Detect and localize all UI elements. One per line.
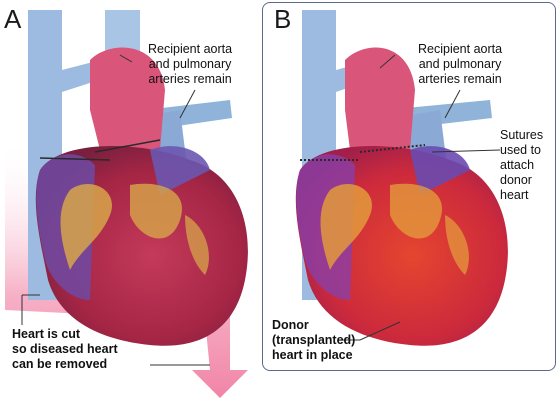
aorta-vessel bbox=[90, 47, 165, 150]
panel-b-aorta-label: Recipient aorta and pulmonary arteries r… bbox=[418, 42, 502, 87]
panel-a-letter: A bbox=[4, 4, 22, 34]
panel-b-sutures-label-line: used to bbox=[500, 143, 542, 157]
panel-a-aorta-label-line: and pulmonary bbox=[148, 57, 232, 71]
coronary-fat bbox=[60, 184, 112, 270]
panel-b-sutures-label-line: attach bbox=[500, 158, 535, 172]
panel-b-frame bbox=[262, 2, 556, 371]
panel-b-aorta-label-line: and pulmonary bbox=[418, 57, 502, 71]
panel-a-heart-cut-label-line: Heart is cut bbox=[12, 327, 81, 341]
panel-b-donor-label-line: (transplanted) bbox=[272, 333, 356, 347]
panel-b-sutures-label-line: Sutures bbox=[500, 128, 544, 142]
aorta-vessel-b bbox=[345, 47, 415, 150]
panel-b-illustration bbox=[295, 10, 508, 346]
panel-b-sutures-label: Sutures used to attach donor heart bbox=[500, 128, 543, 203]
panel-a-heart-cut-label-line: can be removed bbox=[12, 357, 108, 371]
panel-a-aorta-label-line: arteries remain bbox=[148, 72, 232, 86]
panel-b-aorta-label-line: Recipient aorta bbox=[418, 42, 503, 56]
panel-a-illustration bbox=[5, 10, 248, 398]
panel-b-aorta-label-line: arteries remain bbox=[418, 72, 502, 86]
panel-b-sutures-label-line: donor bbox=[500, 173, 532, 187]
panel-a-heart-cut-label-line: so diseased heart bbox=[12, 342, 118, 356]
panel-a-heart-cut-label: Heart is cut so diseased heart can be re… bbox=[12, 327, 118, 372]
panel-b-sutures-label-line: heart bbox=[500, 188, 529, 202]
panel-a-aorta-label: Recipient aorta and pulmonary arteries r… bbox=[148, 42, 232, 87]
panel-b-donor-label-line: Donor bbox=[272, 318, 309, 332]
panel-b-donor-label-line: heart in place bbox=[272, 348, 353, 362]
panel-b-letter: B bbox=[274, 4, 292, 34]
panel-a-aorta-label-line: Recipient aorta bbox=[148, 42, 233, 56]
panel-b-donor-label: Donor (transplanted) heart in place bbox=[272, 318, 355, 363]
